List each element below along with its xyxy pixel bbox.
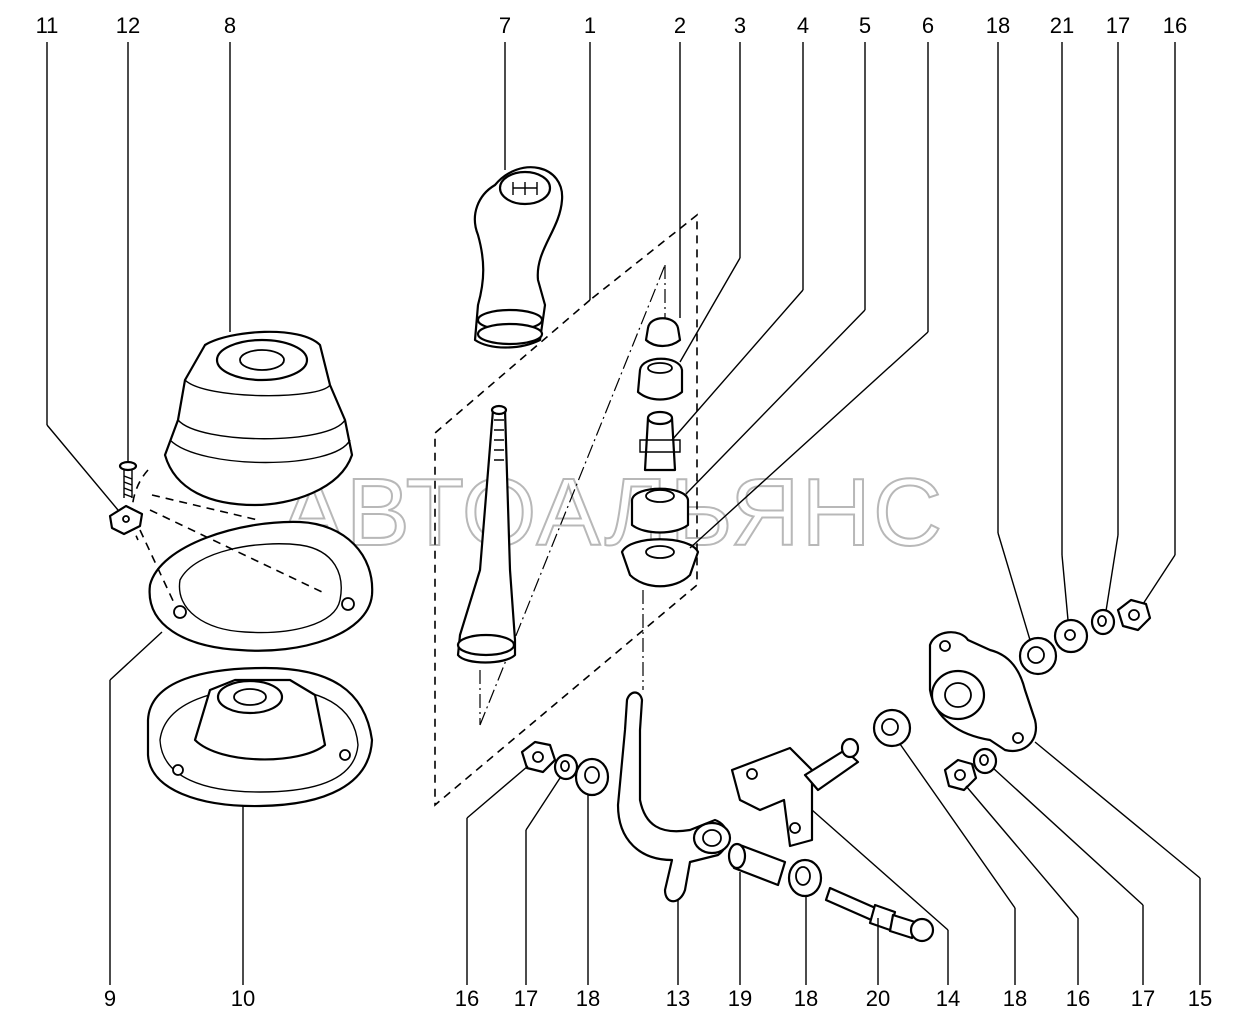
- callout-bottom-16: 16: [455, 986, 479, 1011]
- callout-top-2: 2: [674, 13, 686, 38]
- ball-seat-part-6: [620, 538, 700, 588]
- callout-top-6: 6: [922, 13, 934, 38]
- fork-bracket-part: [730, 737, 860, 848]
- callout-top-4: 4: [797, 13, 809, 38]
- sleeve-part-4: [643, 416, 677, 472]
- lower-lever-arm-part: [616, 691, 732, 903]
- nut-part-16-lower: [943, 758, 978, 792]
- callout-top-17: 17: [1106, 13, 1130, 38]
- callout-bottom-14: 14: [936, 986, 960, 1011]
- ring-part-5: [630, 487, 690, 534]
- bushing-part-18-lower: [787, 858, 823, 898]
- sleeve-part-19: [727, 842, 787, 887]
- washer-part-17-left: [553, 753, 579, 781]
- callout-bottom-16b: 16: [1066, 986, 1090, 1011]
- screw-part: [118, 460, 138, 498]
- callout-top-5: 5: [859, 13, 871, 38]
- bushing-part-18-right: [1018, 636, 1058, 676]
- callout-top-18: 18: [986, 13, 1010, 38]
- callout-top-3: 3: [734, 13, 746, 38]
- callout-top-1: 1: [584, 13, 596, 38]
- callout-top-8: 8: [224, 13, 236, 38]
- callout-bottom-18b: 18: [794, 986, 818, 1011]
- callout-bottom-9: 9: [104, 986, 116, 1011]
- callout-top-16: 16: [1163, 13, 1187, 38]
- callout-bottom-10: 10: [231, 986, 255, 1011]
- callouts-bottom: 9 10 16 17 18 13 19 18 20 14 18 16 17 15: [104, 986, 1212, 1011]
- callouts-top: 11 12 8 7 1 2 3 4 5 6 18 21 17 16: [36, 13, 1188, 38]
- fastener-direction-arrows: [131, 469, 323, 606]
- callout-bottom-18: 18: [576, 986, 600, 1011]
- base-cover-part: [146, 666, 374, 808]
- washer-part-21: [1053, 618, 1089, 654]
- callout-bottom-20: 20: [866, 986, 890, 1011]
- callout-bottom-18c: 18: [1003, 986, 1027, 1011]
- boot-bellows-part: [163, 330, 354, 507]
- retaining-frame-part: [148, 520, 374, 652]
- callout-top-7: 7: [499, 13, 511, 38]
- bushing-part-18-mid: [872, 708, 912, 748]
- pin-bolt-part: [824, 886, 935, 943]
- leader-lines: [46, 42, 1201, 985]
- shift-lever-rod-part: [456, 404, 517, 664]
- mounting-flange-part: [928, 631, 1038, 753]
- clip-nut-part: [108, 504, 144, 536]
- shift-knob-part: [473, 166, 564, 349]
- callout-bottom-17b: 17: [1131, 986, 1155, 1011]
- callout-bottom-19: 19: [728, 986, 752, 1011]
- washer-part-17-upper: [1090, 608, 1116, 636]
- washer-part-17-lower: [972, 747, 998, 775]
- callout-top-12: 12: [116, 13, 140, 38]
- callout-bottom-17: 17: [514, 986, 538, 1011]
- callout-bottom-15: 15: [1188, 986, 1212, 1011]
- callout-top-11: 11: [36, 13, 59, 38]
- nut-part-16-left: [520, 740, 557, 774]
- watermark: АВТОАЛЬЯНС: [280, 459, 944, 566]
- callout-top-21: 21: [1050, 13, 1074, 38]
- bushing-part-18-left: [574, 757, 610, 797]
- callout-bottom-13: 13: [666, 986, 690, 1011]
- nut-part-16-upper: [1116, 598, 1152, 632]
- bushing-stack-parts: [620, 317, 700, 588]
- cap-part-2: [644, 317, 682, 348]
